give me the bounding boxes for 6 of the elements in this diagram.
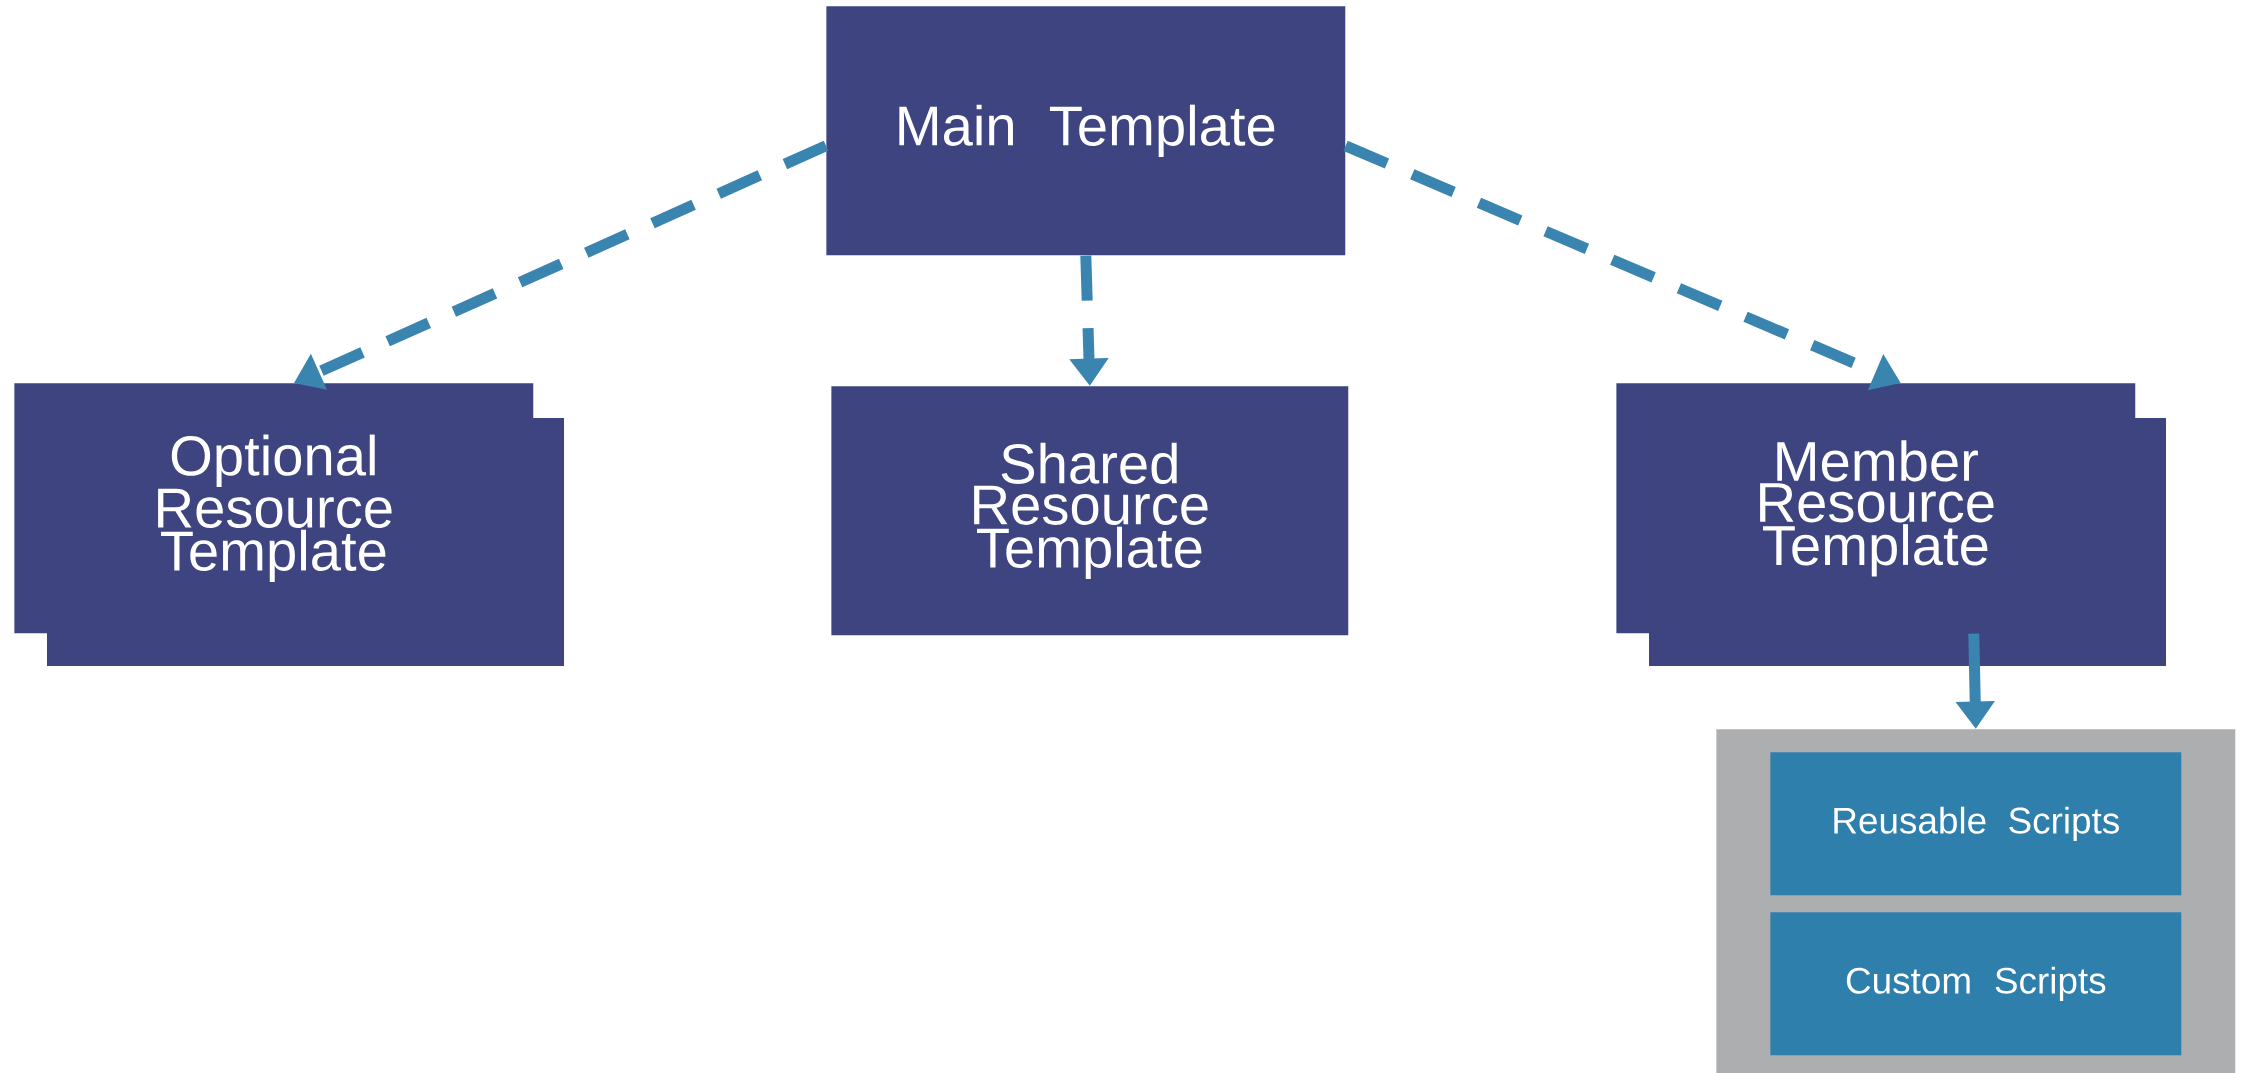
- script-box: Custom Scripts: [1770, 912, 2182, 1056]
- script-box: Reusable Scripts: [1770, 752, 2182, 896]
- template-box: Shared Resource Template: [831, 386, 1349, 636]
- template-box: Optional Resource Template: [14, 383, 564, 666]
- template-box: Member Resource Template: [1616, 383, 2166, 666]
- template-box: Main Template: [826, 6, 1346, 256]
